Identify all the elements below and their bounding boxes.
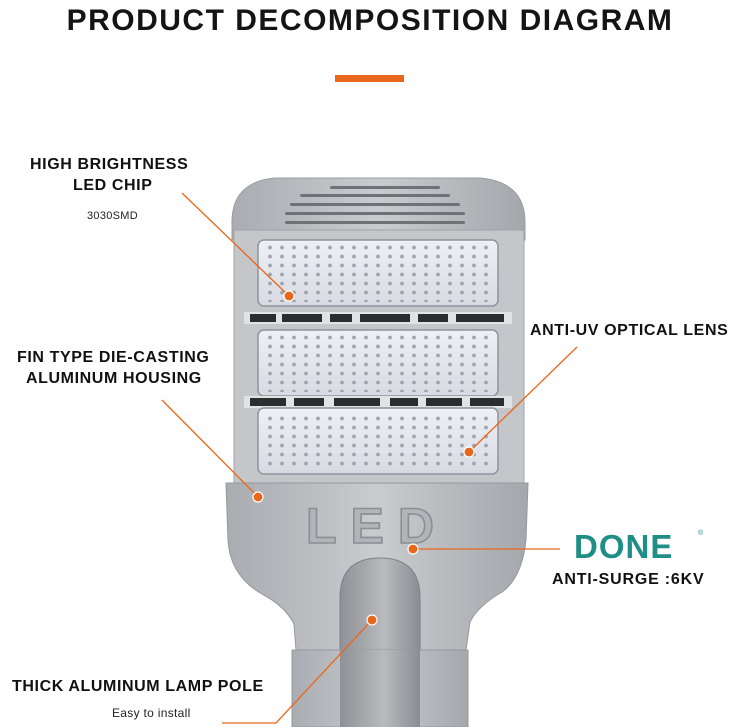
callout-surge-label: ANTI-SURGE :6KV bbox=[552, 571, 705, 588]
callout-pole-sub: Easy to install bbox=[112, 706, 191, 720]
callout-led-chip-line1: HIGH BRIGHTNESS bbox=[30, 156, 189, 173]
embossed-led-text: LED bbox=[306, 498, 448, 554]
callout-lens-label: ANTI-UV OPTICAL LENS bbox=[530, 322, 729, 339]
led-module-3 bbox=[257, 407, 499, 475]
leader-line-lens bbox=[468, 346, 578, 453]
callout-led-chip-sub: 3030SMD bbox=[87, 210, 139, 222]
lamp-pole-socket bbox=[291, 557, 469, 727]
callout-dot-lens bbox=[463, 446, 475, 458]
leader-line-led-chip bbox=[181, 192, 290, 297]
led-module-1 bbox=[257, 239, 499, 307]
brand-logo-text: DONE bbox=[574, 528, 674, 565]
led-module-2 bbox=[257, 329, 499, 397]
leader-line-housing bbox=[161, 399, 259, 498]
callout-pole-label: THICK ALUMINUM LAMP POLE bbox=[12, 678, 264, 695]
fin-strip-2 bbox=[244, 396, 512, 408]
callout-dot-led-chip bbox=[283, 290, 295, 302]
leader-line-pole bbox=[222, 619, 373, 724]
fin-strip-1 bbox=[244, 312, 512, 324]
callout-led-chip-line2: LED CHIP bbox=[73, 177, 153, 194]
callout-dot-housing bbox=[252, 491, 264, 503]
callout-dot-pole bbox=[366, 614, 378, 626]
callout-dot-surge bbox=[407, 543, 419, 555]
title-accent-bar bbox=[335, 75, 404, 82]
callout-housing-line1: FIN TYPE DIE-CASTING bbox=[17, 349, 210, 366]
lamp-top-cap bbox=[231, 177, 526, 241]
brand-registered-mark: ® bbox=[698, 530, 704, 537]
page-title: PRODUCT DECOMPOSITION DIAGRAM bbox=[66, 4, 674, 37]
callout-housing-line2: ALUMINUM HOUSING bbox=[26, 370, 202, 387]
